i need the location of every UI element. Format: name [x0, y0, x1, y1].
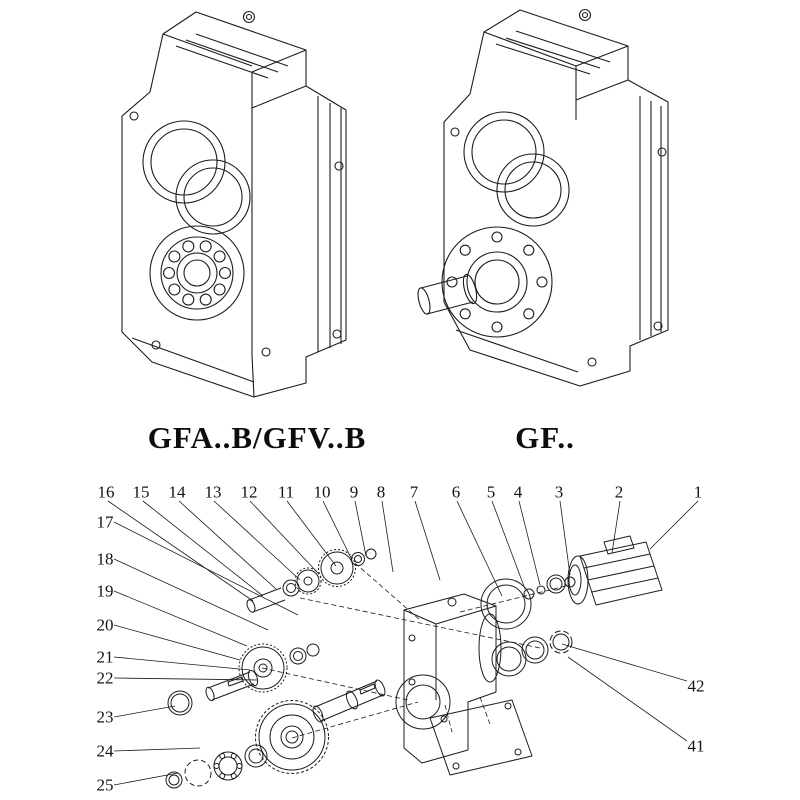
figure-caption-gfab-gfvb: GFA..B/GFV..B: [147, 420, 367, 455]
part-callout-6: 6: [451, 482, 461, 502]
part-callout-1: 1: [693, 482, 703, 502]
part-callout-7: 7: [409, 482, 419, 502]
part-callout-9: 9: [349, 482, 359, 502]
part-callout-16: 16: [97, 482, 115, 502]
part-callout-24: 24: [96, 741, 114, 761]
part-callout-41: 41: [687, 736, 705, 756]
eyebolt-hole: [242, 10, 256, 24]
part-callout-10: 10: [313, 482, 331, 502]
eyebolt-hole: [578, 8, 592, 22]
part-callout-8: 8: [376, 482, 386, 502]
part-callout-20: 20: [96, 615, 114, 635]
part-callout-23: 23: [96, 707, 114, 727]
callout-leader-lines: [107, 500, 699, 786]
seal-rings: [491, 630, 573, 677]
input-gasket-and-bolts: [480, 574, 566, 630]
gearbox-gf-drawing: [417, 8, 669, 387]
electric-motor: [564, 535, 663, 606]
part-callout-18: 18: [96, 549, 114, 569]
gearbox-gf-silhouette: [443, 9, 669, 387]
exploded-view-drawing: [165, 535, 663, 789]
part-callout-5: 5: [486, 482, 496, 502]
assembly-axis-lines: [261, 562, 571, 739]
part-callout-4: 4: [513, 482, 523, 502]
intermediate-gear-parts: [167, 643, 320, 716]
gear-bores: [142, 120, 251, 235]
input-shaft-parts: [246, 548, 377, 613]
part-callout-17: 17: [96, 512, 114, 532]
gear-bores: [463, 111, 570, 227]
gearbox-gfab-drawing: [121, 10, 347, 398]
part-callout-2: 2: [614, 482, 624, 502]
figure-caption-gf: GF..: [515, 420, 575, 455]
part-callout-14: 14: [168, 482, 186, 502]
part-callout-22: 22: [96, 668, 114, 688]
part-callout-3: 3: [554, 482, 564, 502]
part-callout-12: 12: [240, 482, 258, 502]
base-gasket-plate: [429, 699, 533, 776]
part-callout-13: 13: [204, 482, 222, 502]
part-callout-19: 19: [96, 581, 114, 601]
part-callout-21: 21: [96, 647, 114, 667]
gearbox-gfab-silhouette: [121, 11, 347, 398]
gear-housing: [395, 593, 502, 764]
housing-screws: [129, 111, 344, 357]
part-callout-42: 42: [687, 676, 705, 696]
output-shaft: [417, 273, 478, 315]
output-gear-parts: [165, 679, 386, 789]
housing-screws: [450, 127, 667, 367]
part-callout-25: 25: [96, 775, 114, 795]
part-callout-15: 15: [132, 482, 150, 502]
output-bearing: [149, 225, 245, 321]
part-callout-11: 11: [277, 482, 295, 502]
output-flange: [441, 226, 553, 338]
